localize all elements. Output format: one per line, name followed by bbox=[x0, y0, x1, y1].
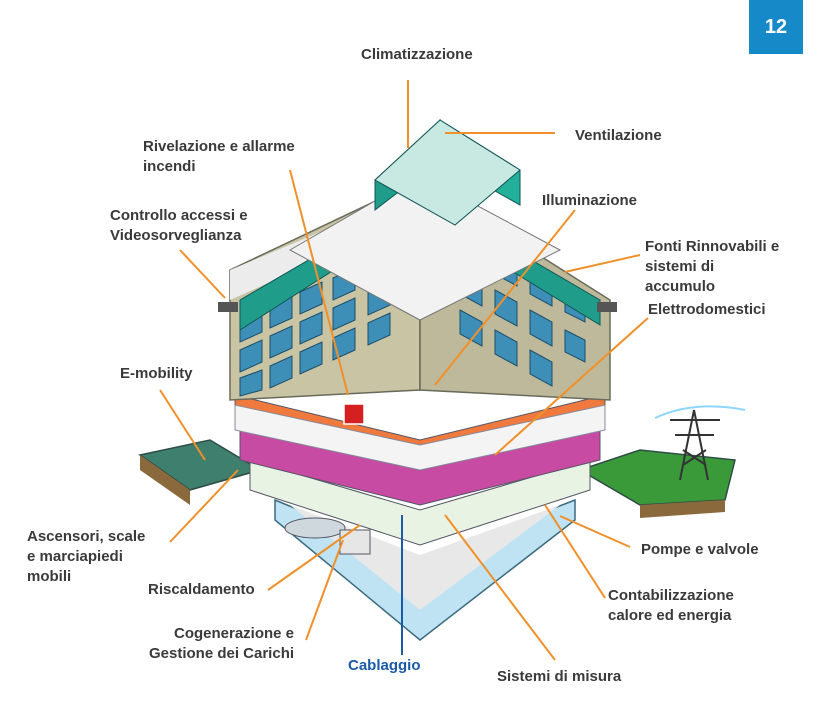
label-riscaldamento: Riscaldamento bbox=[148, 581, 255, 598]
power-pylon bbox=[670, 409, 720, 481]
label-cogenerazione-line1: Cogenerazione e bbox=[174, 625, 295, 642]
label-cablaggio: Cablaggio bbox=[348, 657, 421, 674]
label-controllo-line2: Videosorveglianza bbox=[110, 227, 242, 244]
fire-alarm-panel bbox=[343, 403, 365, 425]
page-number-badge: 12 bbox=[749, 0, 803, 54]
label-climatizzazione: Climatizzazione bbox=[361, 46, 473, 63]
ground-slab-right-side bbox=[640, 500, 725, 518]
label-contabilizzazione-line2: calore ed energia bbox=[608, 607, 732, 624]
label-ascensori: Ascensori, scale e marciapiedi mobili bbox=[27, 527, 145, 587]
label-fonti-line1: Fonti Rinnovabili e bbox=[645, 238, 780, 255]
label-contabilizzazione: Contabilizzazione calore ed energia bbox=[608, 586, 734, 626]
pylon-cables bbox=[654, 405, 746, 419]
label-ascensori-line2: e marciapiedi bbox=[27, 548, 123, 565]
label-contabilizzazione-line1: Contabilizzazione bbox=[608, 587, 734, 604]
label-emobility: E-mobility bbox=[120, 365, 193, 382]
label-fonti-line3: accumulo bbox=[645, 278, 716, 295]
label-fonti-rinnovabili: Fonti Rinnovabili e sistemi di accumulo bbox=[645, 237, 779, 297]
label-illuminazione: Illuminazione bbox=[542, 192, 638, 209]
label-ventilazione: Ventilazione bbox=[575, 127, 662, 144]
label-elettrodomestici: Elettrodomestici bbox=[648, 301, 766, 318]
chp-unit bbox=[339, 529, 371, 555]
label-rivelazione: Rivelazione e allarme incendi bbox=[143, 137, 295, 177]
roof-tower-top bbox=[374, 119, 521, 226]
label-rivelazione-line2: incendi bbox=[143, 158, 196, 175]
boiler-tank bbox=[284, 517, 346, 539]
ground-slab-left-side bbox=[140, 455, 190, 505]
floor-green bbox=[249, 459, 591, 546]
label-cogenerazione: Cogenerazione e Gestione dei Carichi bbox=[146, 624, 294, 664]
label-cogenerazione-line2: Gestione dei Carichi bbox=[148, 645, 295, 662]
label-ascensori-line1: Ascensori, scale bbox=[27, 528, 146, 545]
label-pompe-valvole: Pompe e valvole bbox=[641, 541, 759, 558]
label-controllo-accessi: Controllo accessi e Videosorveglianza bbox=[110, 206, 248, 246]
camera-left bbox=[218, 302, 238, 312]
label-controllo-line1: Controllo accessi e bbox=[110, 207, 248, 224]
ground-slab-right bbox=[578, 449, 736, 506]
leader-lines bbox=[159, 80, 649, 661]
label-sistemi-misura: Sistemi di misura bbox=[497, 668, 622, 685]
label-fonti-line2: sistemi di bbox=[645, 258, 715, 275]
floor-white bbox=[234, 404, 606, 471]
label-rivelazione-line1: Rivelazione e allarme bbox=[143, 138, 295, 155]
label-ascensori-line3: mobili bbox=[27, 568, 72, 585]
camera-right bbox=[597, 302, 617, 312]
